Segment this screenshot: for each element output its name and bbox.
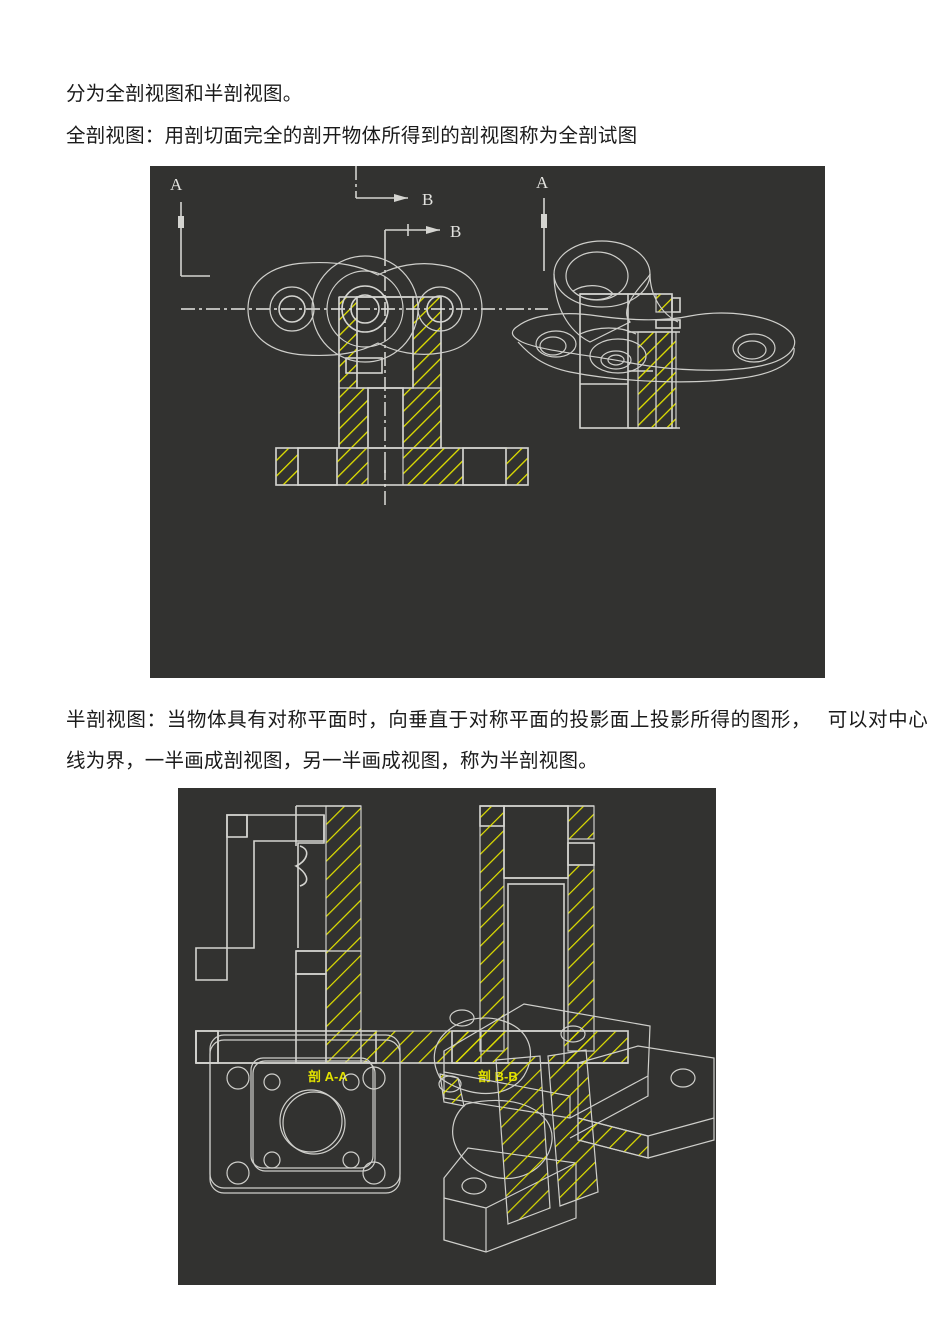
plan-view: A B — [170, 166, 510, 374]
section-arrow-b-top: B — [384, 222, 461, 252]
cad-figure-half-section: 剖 A-A — [178, 788, 716, 1285]
paragraph-full-section-definition: 全剖视图：用剖切面完全的剖开物体所得到的剖视图称为全剖试图 — [66, 126, 638, 147]
section-arrow-a-left: A — [170, 175, 210, 277]
cad-figure-full-section: B — [150, 166, 825, 678]
section-label-b-bottom: B — [422, 190, 433, 209]
paragraph-half-section-definition: 半剖视图：当物体具有对称平面时，向垂直于对称平面的投影面上投影所得的图形， 可以… — [66, 710, 928, 772]
isometric-half-section — [433, 1003, 715, 1253]
plan-view-square — [209, 1034, 401, 1194]
half-section-b-view: 剖 B-B — [451, 805, 629, 1084]
side-section-view — [579, 293, 681, 429]
section-label-a-left: A — [170, 175, 183, 194]
isometric-view: A — [510, 173, 796, 383]
front-section-view: B — [275, 222, 529, 506]
paragraph-intro: 分为全剖视图和半剖视图。 — [66, 84, 303, 105]
section-label-a-iso: A — [536, 173, 549, 192]
section-arrow-b-bottom: B — [355, 166, 433, 209]
section-label-a-a: 剖 A-A — [308, 1069, 348, 1084]
section-arrow-a-iso: A — [510, 173, 549, 310]
section-label-b-top: B — [450, 222, 461, 241]
